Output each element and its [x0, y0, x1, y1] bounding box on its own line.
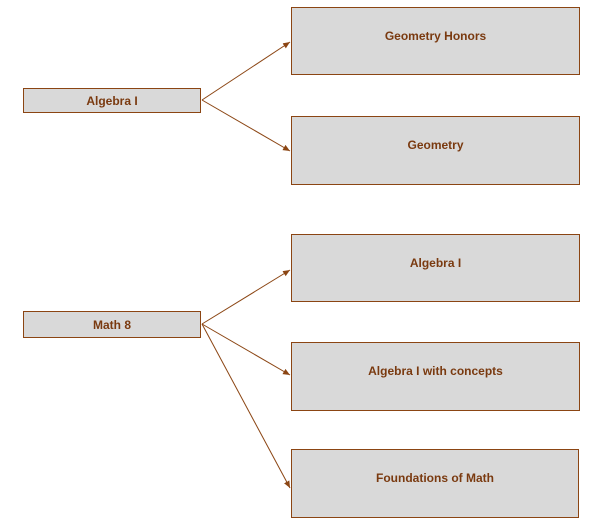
target-node-label: Geometry [407, 138, 464, 152]
target-node-label: Foundations of Math [376, 471, 494, 485]
arrow-math8-to-algebra [201, 269, 291, 325]
arrow-math8-to-foundations [201, 323, 291, 489]
target-node-geometry-honors: Geometry Honors [291, 7, 580, 75]
source-node-math-8: Math 8 [23, 311, 201, 338]
target-node-algebra-i: Algebra I [291, 234, 580, 302]
target-node-algebra-i-with-concepts: Algebra I with concepts [291, 342, 580, 411]
arrow-algebra-to-geometry-honors [201, 41, 291, 101]
target-node-label: Algebra I with concepts [368, 364, 503, 378]
target-node-label: Geometry Honors [384, 29, 487, 43]
arrow-algebra-to-geometry [201, 99, 291, 152]
target-node-label: Algebra I [409, 256, 462, 270]
source-node-algebra-i: Algebra I [23, 88, 201, 113]
arrow-math8-to-algebra-concepts [201, 323, 291, 376]
source-node-label: Math 8 [92, 317, 131, 332]
target-node-foundations-of-math: Foundations of Math [291, 449, 579, 518]
target-node-geometry: Geometry [291, 116, 580, 185]
source-node-label: Algebra I [86, 93, 138, 108]
